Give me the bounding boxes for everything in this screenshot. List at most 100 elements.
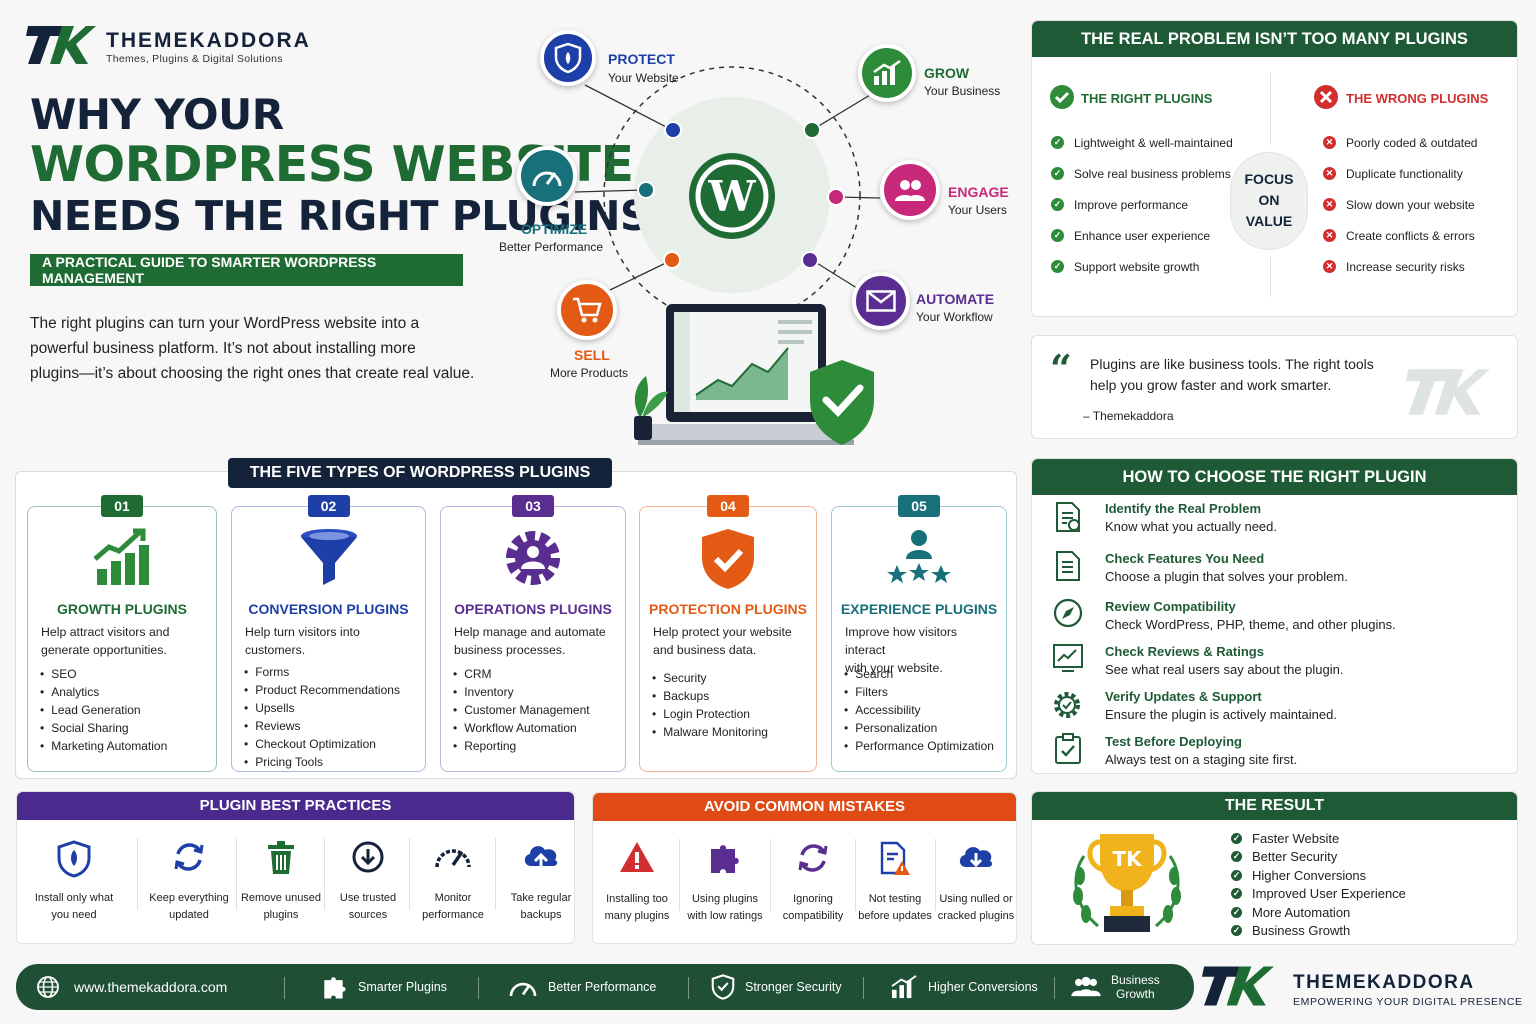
- sell-cart-icon: [557, 280, 617, 340]
- wrong-plugins-x-icon: [1313, 84, 1339, 110]
- user-stars-icon: [887, 527, 951, 587]
- clipboard-check-icon: [1053, 733, 1083, 765]
- quote-text: Plugins are like business tools. The rig…: [1090, 356, 1374, 393]
- laptop-dashboard-illustration: [628, 300, 878, 460]
- engage-sub: Your Users: [948, 203, 1007, 217]
- wrong-plugins-list: ✕Poorly coded & outdated ✕Duplicate func…: [1323, 127, 1477, 282]
- automate-mail-icon: [852, 272, 910, 330]
- grow-chart-icon: [858, 44, 916, 102]
- grow-title: GROW: [924, 65, 970, 81]
- divider: [1270, 73, 1271, 145]
- protection-plugin-list: SecurityBackupsLogin ProtectionMalware M…: [652, 669, 812, 741]
- list-item: ✓Business Growth: [1231, 923, 1351, 939]
- how-to-choose-header: HOW TO CHOOSE THE RIGHT PLUGIN: [1032, 459, 1517, 495]
- footer-website-link[interactable]: www.themekaddora.com: [36, 964, 227, 1010]
- type-card-growth: 01 GROWTH PLUGINS Help attract visitors …: [27, 495, 217, 772]
- wordpress-logo-icon: W: [688, 152, 776, 240]
- shield-check-icon: [700, 527, 756, 591]
- list-item: ✕Poorly coded & outdated: [1323, 127, 1477, 158]
- document-warning-icon: [855, 841, 935, 891]
- list-item: ✓Higher Conversions: [1231, 867, 1367, 883]
- grow-sub: Your Business: [924, 84, 1001, 98]
- sync-icon: [769, 841, 857, 891]
- list-item: ✕Increase security risks: [1323, 251, 1477, 282]
- engage-title: ENGAGE: [948, 184, 1009, 200]
- wrong-plugins-title: THE WRONG PLUGINS: [1346, 91, 1489, 106]
- shield-icon: [21, 840, 127, 890]
- update-gear-icon: [1050, 688, 1084, 722]
- cloud-download-icon: [935, 841, 1017, 891]
- cloud-upload-icon: [491, 840, 591, 890]
- list-item: ✓Enhance user experience: [1051, 220, 1233, 251]
- gauge-icon: [508, 975, 538, 999]
- right-plugins-list: ✓Lightweight & well-maintained ✓Solve re…: [1051, 127, 1233, 282]
- footer-brand-logo: [1202, 964, 1274, 1008]
- conversion-plugin-list: FormsProduct RecommendationsUpsellsRevie…: [244, 663, 421, 771]
- quote-mark-icon: “: [1050, 346, 1072, 391]
- automate-title: AUTOMATE: [916, 291, 995, 307]
- list-item: ✓Lightweight & well-maintained: [1051, 127, 1233, 158]
- five-types-header: THE FIVE TYPES OF WORDPRESS PLUGINS: [228, 458, 612, 488]
- quote-author: – Themekaddora: [1083, 409, 1174, 423]
- warning-icon: [595, 841, 679, 891]
- growth-chart-icon: [93, 527, 151, 587]
- avoid-mistakes-header: AVOID COMMON MISTAKES: [593, 793, 1016, 821]
- trash-icon: [233, 840, 329, 890]
- problem-panel: THE REAL PROBLEM ISN’T TOO MANY PLUGINS …: [1031, 20, 1518, 317]
- list-item: ✓Better Security: [1231, 849, 1338, 865]
- download-icon: [320, 840, 416, 890]
- title-line-1: WHY YOUR: [30, 90, 284, 139]
- svg-text:TK: TK: [1112, 847, 1143, 871]
- protect-shield-icon: [540, 30, 596, 86]
- gauge-icon: [405, 840, 501, 890]
- list-item: ✓Faster Website: [1231, 830, 1340, 846]
- brand-logo: [26, 24, 96, 66]
- type-card-protection: 04 PROTECTION PLUGINS Help protect your …: [639, 495, 817, 772]
- operations-plugin-list: CRMInventoryCustomer ManagementWorkflow …: [453, 665, 621, 755]
- funnel-icon: [299, 527, 359, 589]
- list-item: ✕Slow down your website: [1323, 189, 1477, 220]
- quote-panel: “ Plugins are like business tools. The r…: [1031, 335, 1518, 439]
- right-plugins-title: THE RIGHT PLUGINS: [1081, 91, 1213, 106]
- gear-user-icon: [502, 527, 564, 589]
- puzzle-icon: [322, 974, 348, 1000]
- list-item: ✓Improved User Experience: [1231, 886, 1406, 902]
- brand-name: THEMEKADDORA: [106, 29, 311, 52]
- best-practices-header: PLUGIN BEST PRACTICES: [17, 792, 574, 820]
- protect-title: PROTECT: [608, 51, 675, 67]
- footer-better-performance: Better Performance: [508, 964, 656, 1010]
- type-card-conversion: 02 CONVERSION PLUGINS Help turn visitors…: [231, 495, 426, 772]
- result-header: THE RESULT: [1032, 792, 1517, 820]
- problem-header: THE REAL PROBLEM ISN’T TOO MANY PLUGINS: [1032, 21, 1517, 57]
- growth-plugin-list: SEOAnalyticsLead GenerationSocial Sharin…: [40, 665, 212, 755]
- right-plugins-check-icon: [1049, 84, 1075, 110]
- puzzle-icon: [679, 841, 771, 891]
- list-item: ✓Support website growth: [1051, 251, 1233, 282]
- trophy-icon: TK: [1062, 826, 1192, 944]
- compass-icon: [1052, 597, 1084, 629]
- refresh-icon: [137, 840, 241, 890]
- bar-chart-icon: [890, 975, 918, 999]
- experience-plugin-list: SearchFiltersAccessibilityPersonalizatio…: [844, 665, 1002, 755]
- how-to-choose-panel: HOW TO CHOOSE THE RIGHT PLUGIN Identify …: [1031, 458, 1518, 774]
- type-card-experience: 05 EXPERIENCE PLUGINS Improve how visito…: [831, 495, 1007, 772]
- users-icon: [1071, 976, 1101, 998]
- automate-sub: Your Workflow: [916, 310, 993, 324]
- footer-smarter-plugins: Smarter Plugins: [322, 964, 447, 1010]
- intro-text: The right plugins can turn your WordPres…: [30, 315, 475, 382]
- list-item: ✕Create conflicts & errors: [1323, 220, 1477, 251]
- document-check-icon: [1054, 501, 1082, 533]
